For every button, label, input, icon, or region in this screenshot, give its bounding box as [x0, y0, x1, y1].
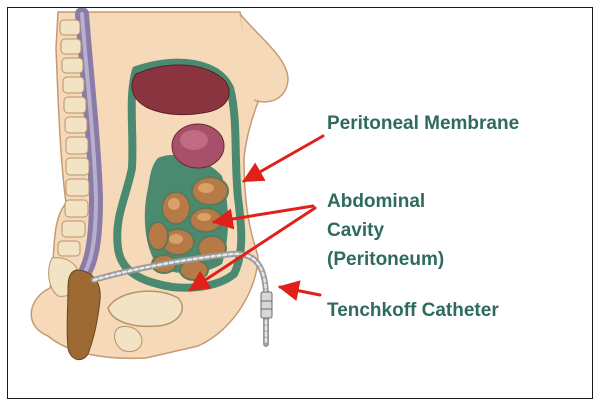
figure-frame: Peritoneal Membrane Abdominal Cavity (Pe… — [7, 7, 593, 399]
abdominal-cavity-label-line-3: (Peritoneum) — [327, 247, 444, 273]
arrow-icon — [280, 287, 320, 295]
catheter-label: Tenchkoff Catheter — [327, 298, 499, 324]
peritoneal-membrane-label: Peritoneal Membrane — [327, 111, 519, 137]
liver — [132, 65, 229, 115]
torso-cross-section-illustration — [8, 8, 592, 398]
abdominal-cavity-label-line-2: Cavity — [327, 218, 384, 244]
abdominal-cavity-label-line-1: Abdominal — [327, 189, 425, 215]
catheter-connector — [261, 292, 272, 318]
arrow-icon — [244, 136, 323, 181]
